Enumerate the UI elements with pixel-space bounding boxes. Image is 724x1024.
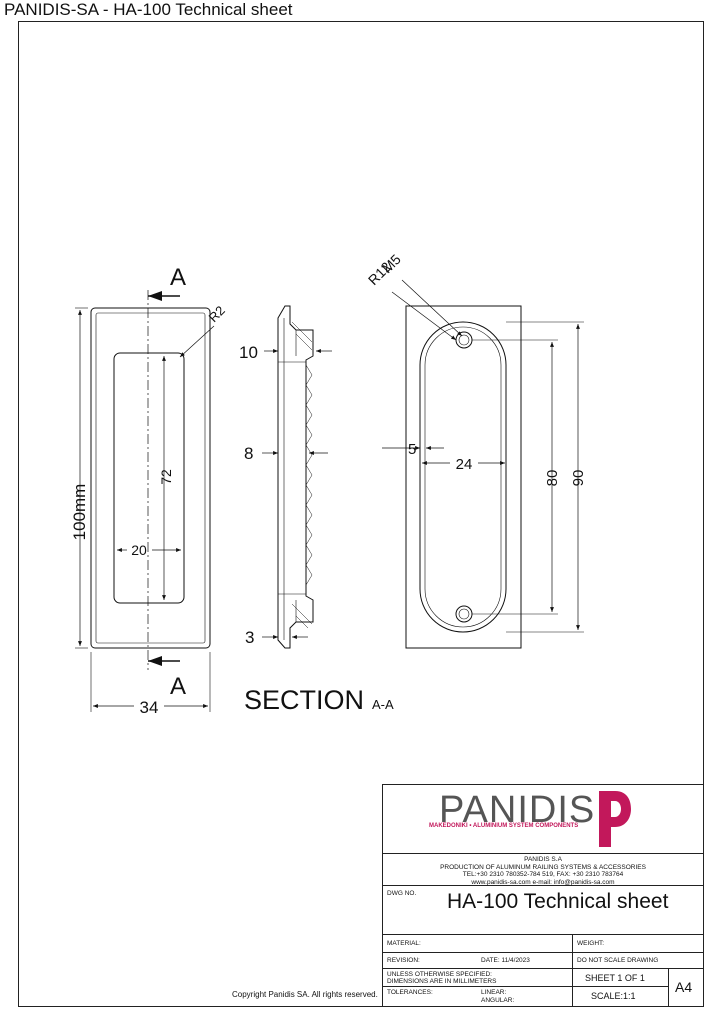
logo-area: PANIDIS MAKEDONIKI • ALUMINIUM SYSTEM CO…: [383, 785, 703, 854]
drawing-number-row: DWG NO. HA-100 Technical sheet: [383, 886, 703, 935]
dim-section-top-label: 10: [239, 343, 258, 362]
back-slot-outline: [419, 321, 507, 633]
drawing-title: HA-100 Technical sheet: [447, 890, 669, 913]
section-hatching: [291, 321, 313, 629]
dim-offset-label: 5: [408, 441, 416, 458]
drawing-frame: [18, 21, 704, 1007]
dwg-no-label: DWG NO.: [387, 890, 417, 897]
sheet-cell: SHEET 1 OF 1: [573, 969, 669, 987]
leader-radius: [179, 325, 215, 358]
back-outer-outline: [405, 305, 522, 649]
paper-size-cell: A4: [675, 979, 693, 995]
page-title: PANIDIS-SA - HA-100 Technical sheet: [4, 0, 293, 19]
section-label-top: A: [170, 264, 186, 291]
title-block: PANIDIS MAKEDONIKI • ALUMINIUM SYSTEM CO…: [382, 784, 704, 1007]
revision-cell: REVISION: DATE: 11/4/2023: [383, 953, 573, 969]
unless-cell: UNLESS OTHERWISE SPECIFIED: DIMENSIONS A…: [383, 969, 573, 987]
hole-top: [455, 331, 473, 349]
logo-tagline: MAKEDONIKI • ALUMINIUM SYSTEM COMPONENTS: [429, 823, 579, 829]
section-profile: [277, 305, 314, 649]
logo-wordmark: PANIDIS: [439, 789, 596, 831]
dim-hole-spacing-label: 80: [544, 470, 561, 487]
company-description: PRODUCTION OF ALUMINUM RAILING SYSTEMS &…: [440, 863, 646, 871]
company-info: PANIDIS S.A PRODUCTION OF ALUMINUM RAILI…: [383, 854, 703, 886]
front-view: [75, 290, 215, 712]
section-label-bottom: A: [170, 673, 186, 700]
dim-back-width-label: 24: [456, 456, 473, 473]
weight-cell: WEIGHT:: [573, 935, 703, 953]
material-cell: MATERIAL:: [383, 935, 573, 953]
tolerances-cell: TOLERANCES: LINEAR: ANGULAR:: [383, 987, 573, 1006]
company-phone: TEL:+30 2310 780352-784 519, FAX: +30 23…: [462, 871, 624, 878]
hole-bottom: [455, 605, 473, 623]
dim-inner-height-label: 72: [158, 469, 174, 485]
copyright-text: Copyright Panidis SA. All rights reserve…: [232, 990, 378, 999]
back-view: [382, 279, 584, 649]
dim-section-middle-label: 8: [244, 444, 253, 463]
section-caption: SECTION: [244, 685, 364, 715]
no-scale-cell: DO NOT SCALE DRAWING: [573, 953, 703, 969]
dim-width-label: 34: [140, 698, 159, 717]
leader-back-radius: [391, 291, 457, 341]
section-view: [262, 305, 332, 649]
section-caption-suffix: A-A: [372, 697, 394, 712]
dim-section-bottom-label: 3: [245, 628, 254, 647]
date-text: DATE: 11/4/2023: [481, 957, 530, 964]
dim-inner-width-label: 20: [131, 542, 147, 558]
company-name: PANIDIS S.A: [524, 856, 562, 863]
dim-radius-label: R2: [206, 303, 228, 325]
front-recess-outline: [113, 352, 185, 604]
logo-p-mark-icon: [599, 791, 631, 847]
leader-thread: [401, 279, 463, 337]
scale-cell: SCALE:1:1: [573, 987, 669, 1006]
dim-height-label: 100mm: [70, 484, 89, 541]
front-inner-outline: [95, 312, 206, 644]
dim-total-height-label: 90: [570, 470, 587, 487]
front-outer-outline: [90, 307, 211, 649]
section-arrowhead-bottom: [148, 656, 162, 666]
section-arrowhead-top: [148, 291, 162, 301]
company-web: www.panidis-sa.com e-mail: info@panidis-…: [471, 878, 615, 886]
